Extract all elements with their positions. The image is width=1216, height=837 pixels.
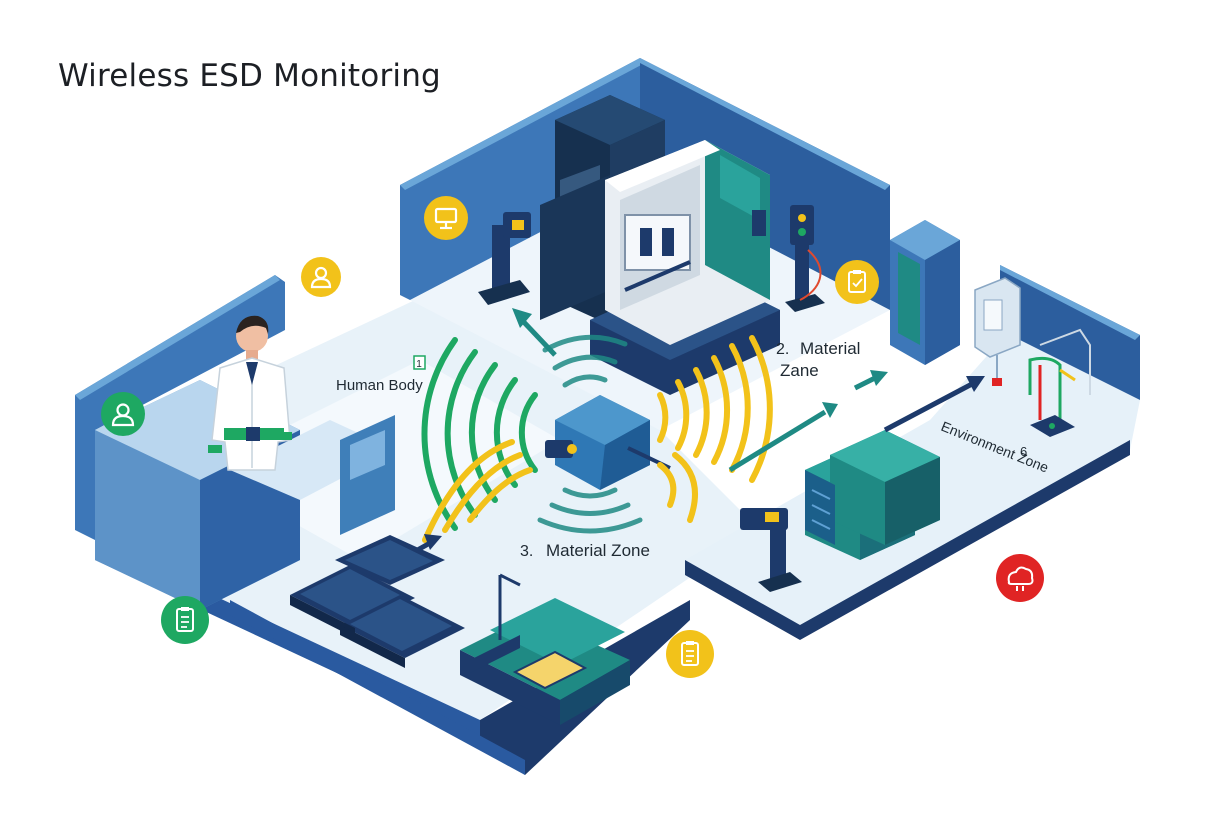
tall-cabinet <box>890 220 960 365</box>
arrow-to-material-top <box>728 402 838 473</box>
human-body-text: Human Body <box>336 377 423 394</box>
clipboard-icon <box>835 260 879 304</box>
wall-monitor-panel <box>974 277 1021 386</box>
user-icon <box>301 257 341 297</box>
arrow-to-material-right <box>853 370 888 391</box>
cloud-alert-icon <box>996 554 1044 602</box>
wireless-signal-bottom-left <box>422 439 533 543</box>
clipboard-icon <box>666 630 714 678</box>
bottom-workstation <box>460 573 630 725</box>
user-icon <box>101 392 145 436</box>
pcb-trays <box>290 535 465 668</box>
material-zone-bottom-number: 3. <box>520 543 533 560</box>
arrow-to-environment <box>883 376 985 433</box>
left-booth-back-wall <box>75 275 285 540</box>
material-zone-top-label: 2. Material Zane <box>776 339 860 380</box>
right-room-back-wall <box>1000 265 1140 400</box>
wireless-signal-right <box>657 335 773 483</box>
worker-figure <box>208 315 292 471</box>
clipboard-icon <box>161 596 209 644</box>
environment-zone-number: 6 <box>1020 444 1027 459</box>
page-title: Wireless ESD Monitoring <box>58 58 441 94</box>
wireless-signal-top <box>542 334 628 388</box>
esd-tester-post-left <box>478 212 531 305</box>
material-zone-top-line2: Zane <box>780 361 819 380</box>
wireless-signal-bottom-right <box>657 452 698 523</box>
material-zone-bottom-text: Material Zone <box>546 541 650 560</box>
monitor-icon <box>424 196 468 240</box>
human-body-label: 1 Human Body <box>336 355 426 394</box>
wireless-signal-bottom <box>537 487 643 534</box>
grounding-stand <box>1028 328 1091 437</box>
central-sensor-hub <box>545 395 671 490</box>
arrow-to-machine <box>512 308 557 357</box>
material-zone-top-line1: Material <box>800 339 860 358</box>
storage-crates <box>805 430 940 560</box>
esd-tester-post-right <box>785 205 825 312</box>
esd-tester-post-bottom <box>740 508 802 592</box>
human-body-number: 1 <box>416 359 422 370</box>
material-zone-bottom-label: 3. Material Zone <box>520 541 650 560</box>
material-zone-top-number: 2. <box>776 341 789 358</box>
